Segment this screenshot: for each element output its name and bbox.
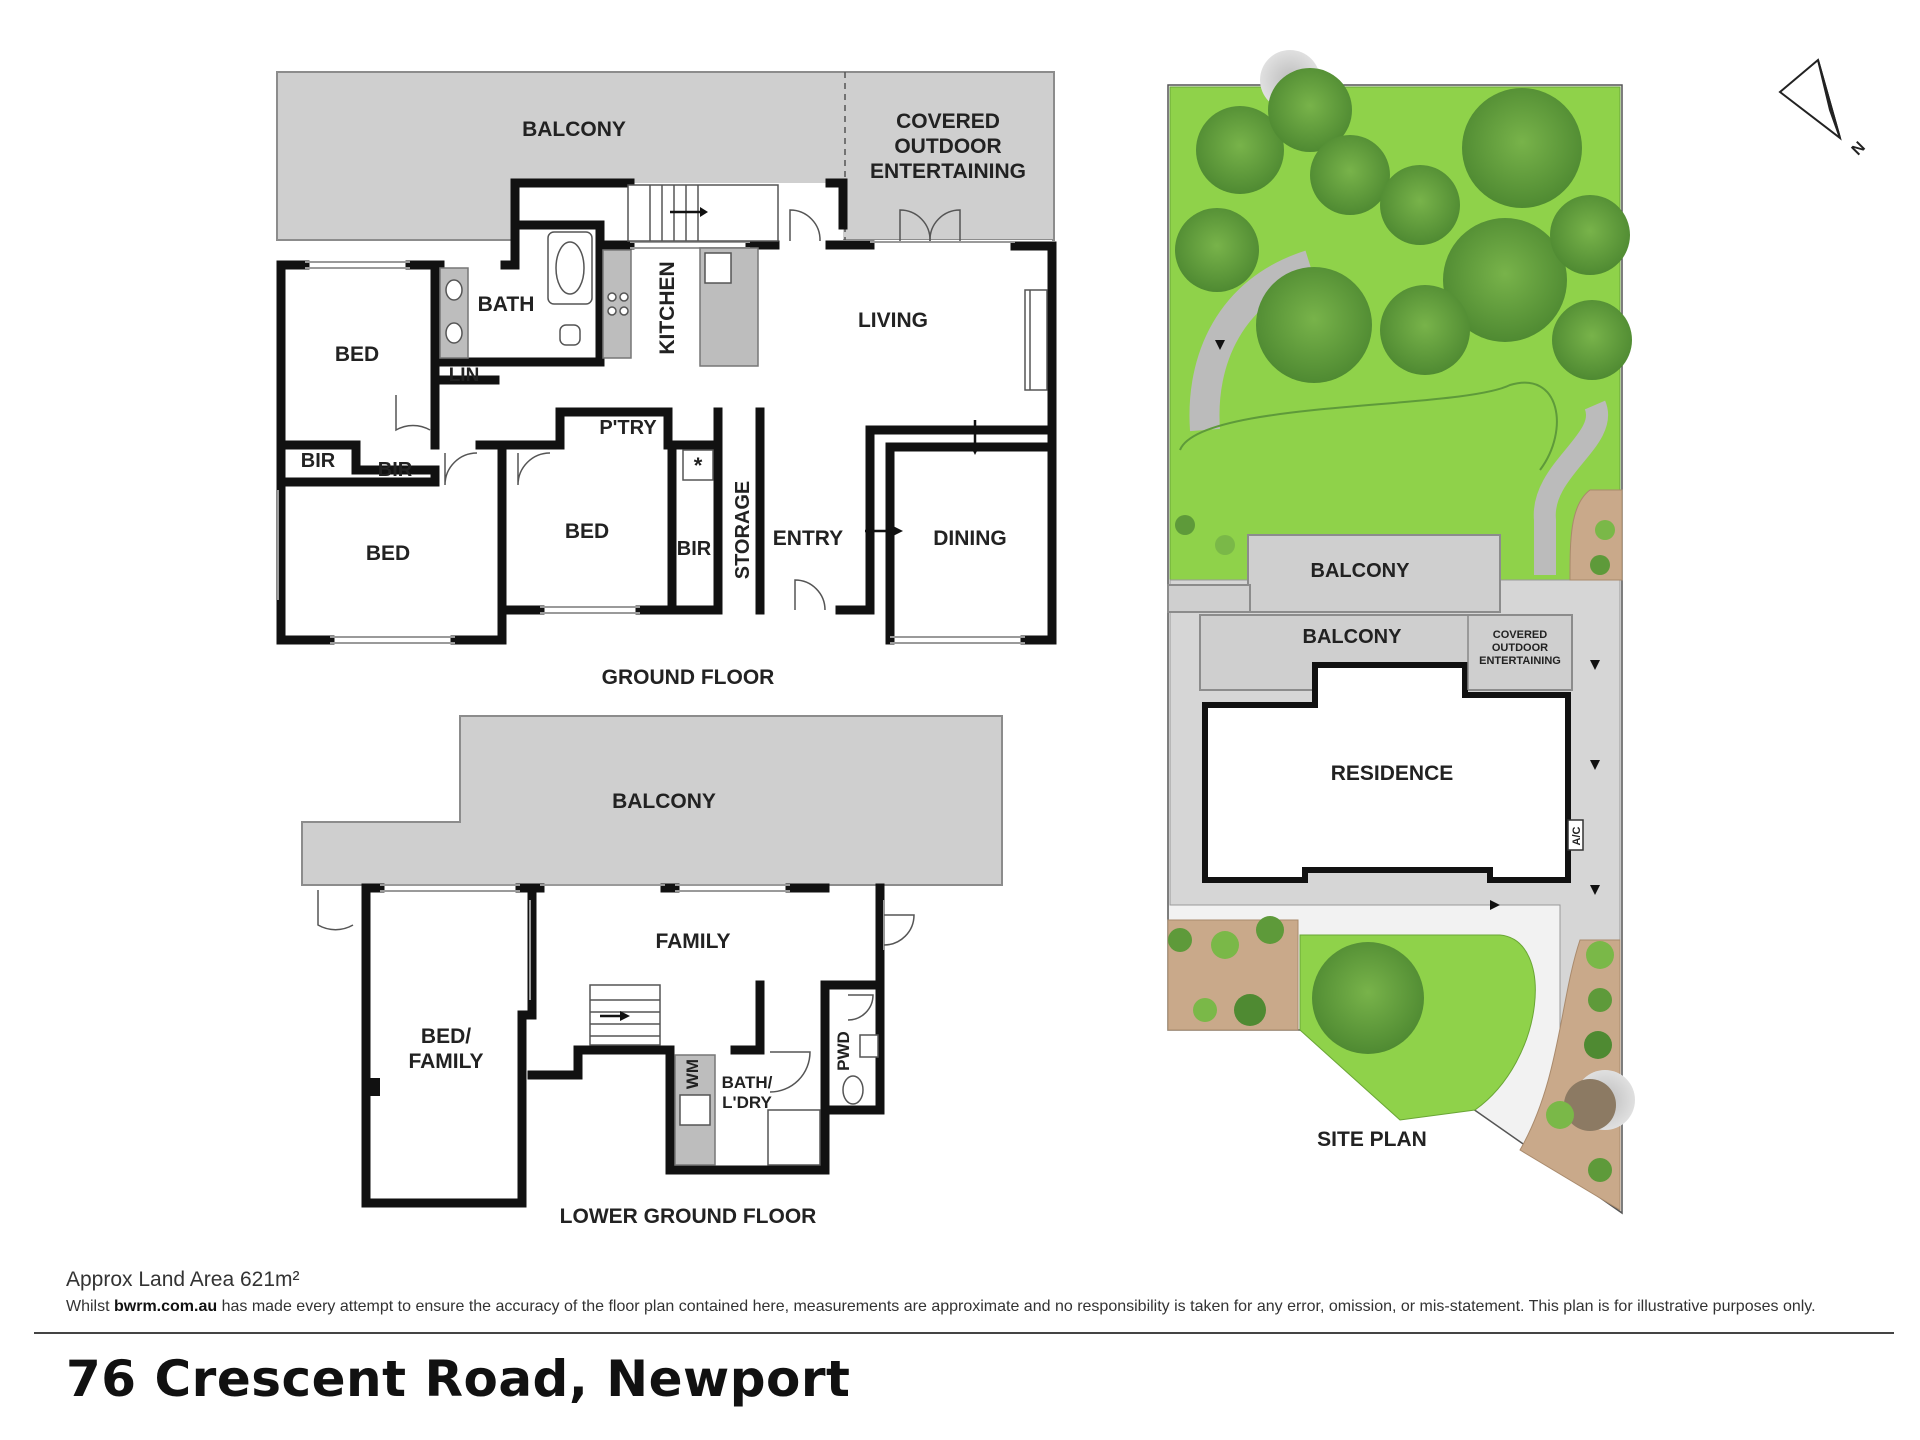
site-trees (1175, 50, 1635, 1131)
lower-ground-floor-plan: BALCONY FAMILY BED/ FAMILY WM BATH/ L'DR… (301, 715, 1003, 1228)
ground-entry-label: ENTRY (773, 527, 843, 550)
disclaimer-text: has made every attempt to ensure the acc… (217, 1298, 1816, 1315)
lower-bath-ldry-label-2: L'DRY (722, 1093, 772, 1112)
site-plan: N BALCONY BALCONY COVERED OUTDOOR ENTERT… (1167, 50, 1869, 1215)
land-area: Approx Land Area 621m² (66, 1268, 300, 1291)
lower-balcony-deck (301, 715, 1003, 886)
site-covered-label-1: COVERED (1493, 629, 1547, 641)
lower-stairs (589, 984, 661, 1046)
ground-living-label: LIVING (858, 309, 928, 332)
lower-wm-label: WM (683, 1059, 702, 1089)
lower-family-label: FAMILY (655, 930, 730, 953)
ground-floor-plan: * BALCONY COVERED OUTDOOR ENTERTAINING B… (276, 71, 1057, 689)
ground-lin-label: LIN (449, 365, 480, 386)
site-covered-label-2: OUTDOOR (1492, 642, 1548, 654)
lower-bath-ldry-label-1: BATH/ (722, 1073, 773, 1092)
ground-covered-label-3: ENTERTAINING (870, 160, 1026, 183)
ground-stairs (627, 184, 779, 242)
north-label: N (1849, 139, 1869, 159)
site-residence-label: RESIDENCE (1331, 762, 1454, 785)
ground-bed-sw-label: BED (366, 542, 410, 565)
ground-dining-label: DINING (933, 527, 1007, 550)
ground-bath-label: BATH (478, 293, 535, 316)
ground-storage-label: STORAGE (732, 481, 754, 580)
ground-bir-2-label: BIR (378, 459, 413, 481)
lower-pwd-label: PWD (834, 1031, 853, 1071)
site-balcony-upper-label: BALCONY (1311, 560, 1411, 582)
svg-text:*: * (694, 453, 703, 478)
footer-divider (34, 1332, 1894, 1334)
site-residence (1202, 662, 1571, 883)
ground-bed-mid-label: BED (565, 520, 609, 543)
ground-balcony-label: BALCONY (522, 118, 626, 141)
lower-bed-family-label-2: FAMILY (408, 1050, 483, 1073)
disclaimer-site-link[interactable]: bwrm.com.au (114, 1298, 218, 1315)
ground-bir-1-label: BIR (301, 450, 336, 472)
lower-bed-family-label-1: BED/ (421, 1025, 471, 1048)
ground-bed-nw-label: BED (335, 343, 379, 366)
north-arrow-icon: N (1778, 58, 1869, 159)
property-floor-plans: * BALCONY COVERED OUTDOOR ENTERTAINING B… (276, 50, 1869, 1228)
site-ac-label: A/C (1571, 826, 1583, 845)
site-plan-title: SITE PLAN (1317, 1128, 1427, 1151)
ground-covered-label-2: OUTDOOR (894, 135, 1001, 158)
ground-floor-title: GROUND FLOOR (602, 666, 775, 689)
ground-pantry-label: P'TRY (599, 417, 657, 439)
site-balcony-upper (1247, 534, 1501, 613)
lower-floor-title: LOWER GROUND FLOOR (560, 1205, 817, 1228)
ground-covered-label-1: COVERED (896, 110, 1000, 133)
disclaimer-prefix: Whilst (66, 1298, 114, 1315)
ground-kitchen-label: KITCHEN (656, 261, 679, 354)
lower-balcony-label: BALCONY (612, 790, 716, 813)
site-covered-label-3: ENTERTAINING (1479, 655, 1561, 667)
site-balcony-lower-label: BALCONY (1303, 626, 1403, 648)
property-address: 76 Crescent Road, Newport (66, 1350, 851, 1408)
disclaimer: Whilst bwrm.com.au has made every attemp… (66, 1298, 1866, 1316)
ground-bir-3-label: BIR (677, 538, 712, 560)
